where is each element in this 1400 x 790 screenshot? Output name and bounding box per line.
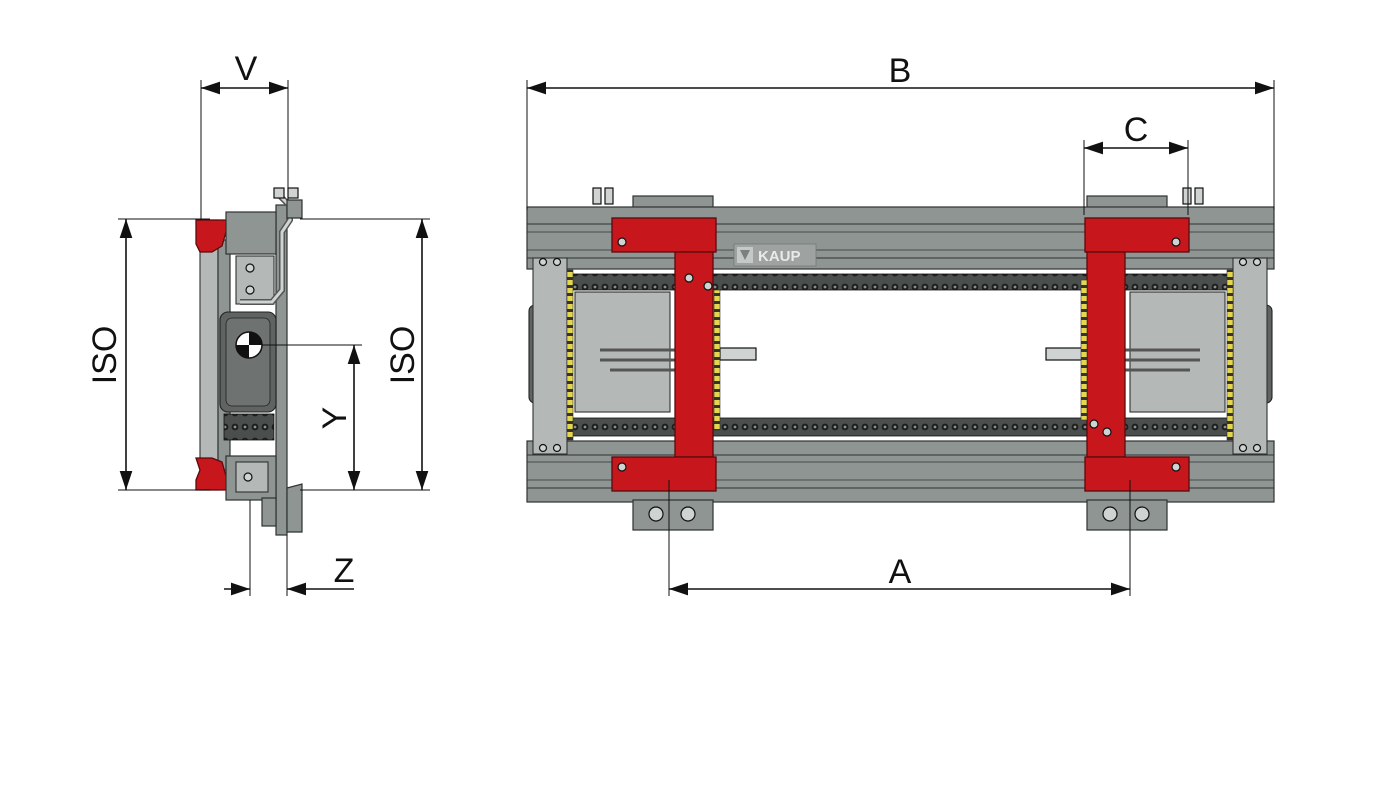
dimension-b-label: B [889, 52, 912, 90]
bottom-stud-right [1086, 499, 1168, 531]
upper-block [235, 255, 275, 305]
right-fork-arm [1080, 217, 1190, 492]
dimension-c-label: C [1124, 111, 1149, 149]
top-stud-left [632, 195, 714, 209]
left-upright [532, 257, 568, 455]
lower-chain [537, 417, 1261, 437]
front-dimensions: B C A [526, 52, 1275, 596]
dimension-v-label: V [235, 50, 258, 88]
fitting [273, 187, 285, 199]
upper-bracket [225, 211, 277, 255]
side-chain [223, 413, 275, 441]
left-fitting [719, 347, 757, 361]
right-fitting [1045, 347, 1083, 361]
lower-lug [286, 483, 303, 533]
left-mechanism [574, 291, 671, 413]
kaup-logo: KAUP [733, 243, 817, 267]
side-dimensions: V ISO ISO Y Z [86, 50, 430, 596]
upper-chain [537, 273, 1261, 291]
dimension-iso-left-label: ISO [86, 326, 124, 385]
front-view: KAUP [526, 187, 1275, 531]
right-mechanism [1129, 291, 1226, 413]
side-view [195, 187, 303, 536]
fitting [287, 187, 299, 199]
top-stud-right [1086, 195, 1168, 209]
lower-foot [261, 497, 277, 527]
dimension-z-label: Z [334, 552, 355, 590]
bolt [245, 285, 255, 295]
dimension-iso-right-label: ISO [384, 326, 422, 385]
bottom-stud-left [632, 499, 714, 531]
top-lug [286, 199, 303, 219]
left-fork-arm [611, 217, 721, 492]
center-of-gravity-icon [235, 331, 263, 359]
right-upright [1232, 257, 1268, 455]
side-backplate [199, 219, 219, 491]
dimension-y-label: Y [316, 407, 354, 430]
dimension-a-label: A [889, 553, 912, 591]
bolt [245, 263, 255, 273]
brand-label: KAUP [758, 248, 801, 265]
